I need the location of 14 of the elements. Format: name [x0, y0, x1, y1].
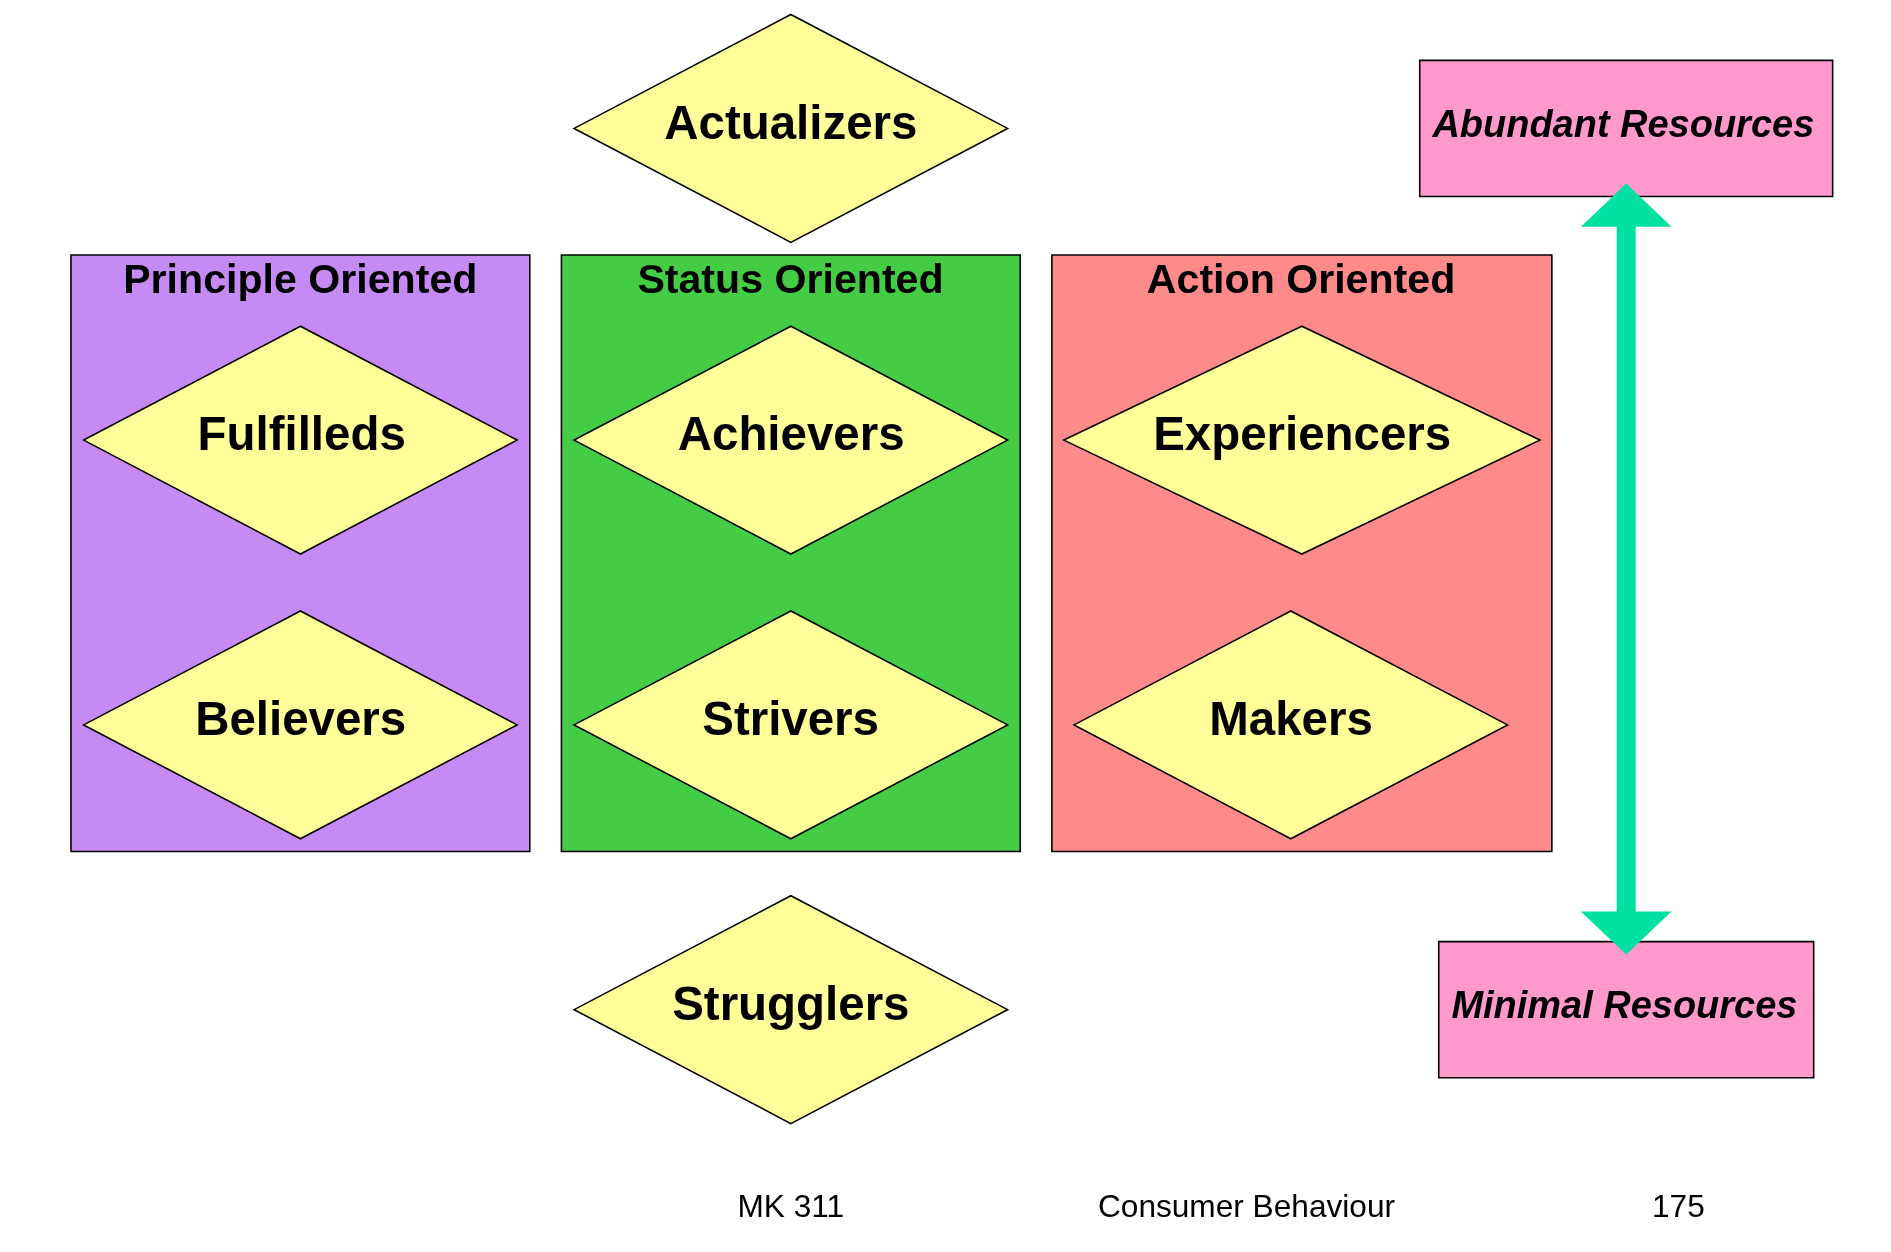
node-diamond: Experiencers [1062, 325, 1542, 555]
node-diamond: Achievers [572, 325, 1010, 555]
node-box: Minimal Resources [1437, 940, 1815, 1079]
node-diamond: Believers [81, 610, 519, 840]
label: Consumer Behaviour [1097, 1187, 1396, 1224]
node-diamond: Actualizers [572, 13, 1010, 244]
node-box: Abundant Resources [1418, 59, 1834, 198]
node-diamond: Makers [1072, 610, 1510, 840]
arrow [1580, 183, 1672, 955]
label: MK 311 [737, 1187, 845, 1224]
label: 175 [1652, 1187, 1705, 1224]
node-diamond: Strivers [572, 610, 1010, 840]
node-diamond: Strugglers [572, 894, 1010, 1125]
node-diamond: Fulfilleds [81, 325, 519, 555]
